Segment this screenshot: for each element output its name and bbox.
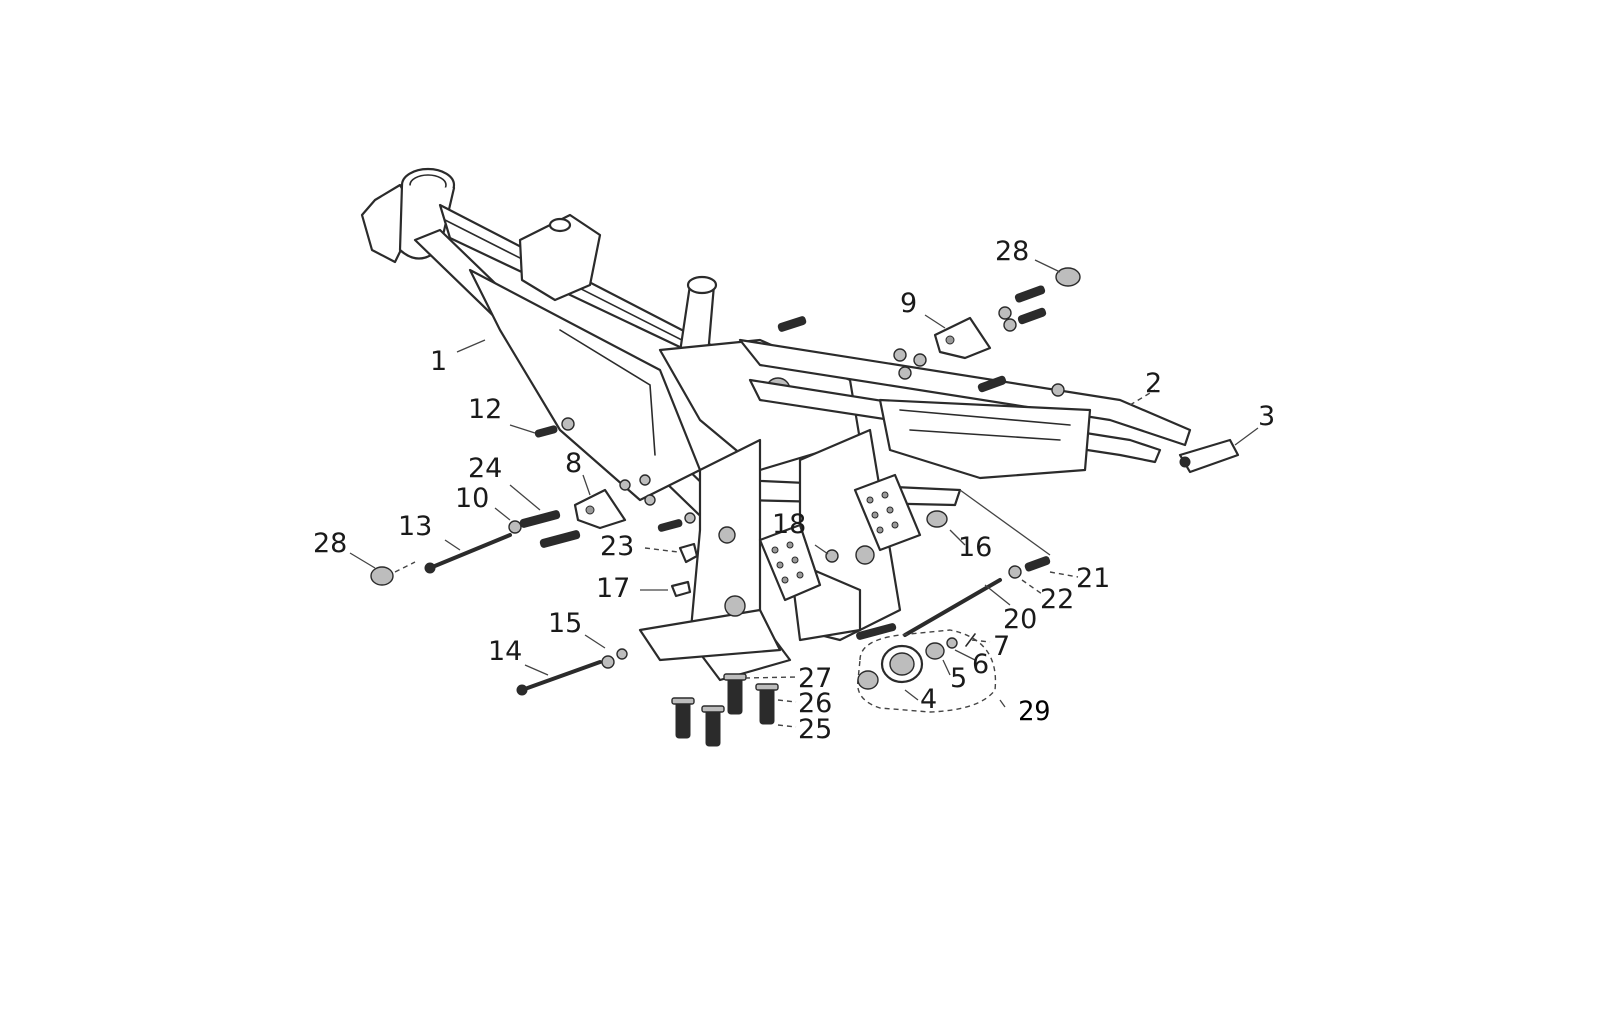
callout-21: 21 — [1076, 563, 1110, 594]
callout-8: 8 — [565, 448, 582, 479]
callout-3: 3 — [1258, 401, 1275, 432]
callout-4: 4 — [920, 684, 937, 715]
fasteners — [370, 267, 1240, 696]
callout-9: 9 — [900, 288, 917, 319]
bushing-assembly-29 — [856, 629, 997, 713]
callout-29: 29 — [1018, 696, 1051, 727]
bottom-bolts — [671, 673, 779, 747]
callout-labels: 1 2 3 4 5 6 7 8 9 10 12 13 14 15 16 17 1… — [313, 236, 1275, 745]
callout-10: 10 — [455, 483, 489, 514]
callout-2: 2 — [1145, 368, 1162, 399]
callout-23: 23 — [600, 531, 634, 562]
callout-28-top: 28 — [995, 236, 1029, 267]
leader-lines — [349, 259, 1259, 728]
bracket-8 — [573, 488, 627, 530]
callout-28-left: 28 — [313, 528, 347, 559]
callout-22: 22 — [1040, 584, 1074, 615]
callout-7: 7 — [993, 631, 1010, 662]
callout-13: 13 — [398, 511, 432, 542]
callout-5: 5 — [950, 663, 967, 694]
callout-14: 14 — [488, 636, 522, 667]
callout-27: 27 — [798, 663, 832, 694]
callout-16: 16 — [958, 532, 992, 563]
main-frame — [360, 167, 1192, 682]
callout-26: 26 — [798, 688, 832, 719]
bracket-9 — [933, 316, 992, 360]
callout-15: 15 — [548, 608, 582, 639]
callout-20: 20 — [1003, 604, 1037, 635]
callout-12: 12 — [468, 394, 502, 425]
callout-6: 6 — [972, 649, 989, 680]
callout-24: 24 — [468, 453, 502, 484]
callout-25: 25 — [798, 714, 832, 745]
perforation-holes — [771, 491, 899, 584]
callout-18: 18 — [772, 509, 806, 540]
callout-1: 1 — [430, 346, 447, 377]
callout-17: 17 — [596, 573, 630, 604]
